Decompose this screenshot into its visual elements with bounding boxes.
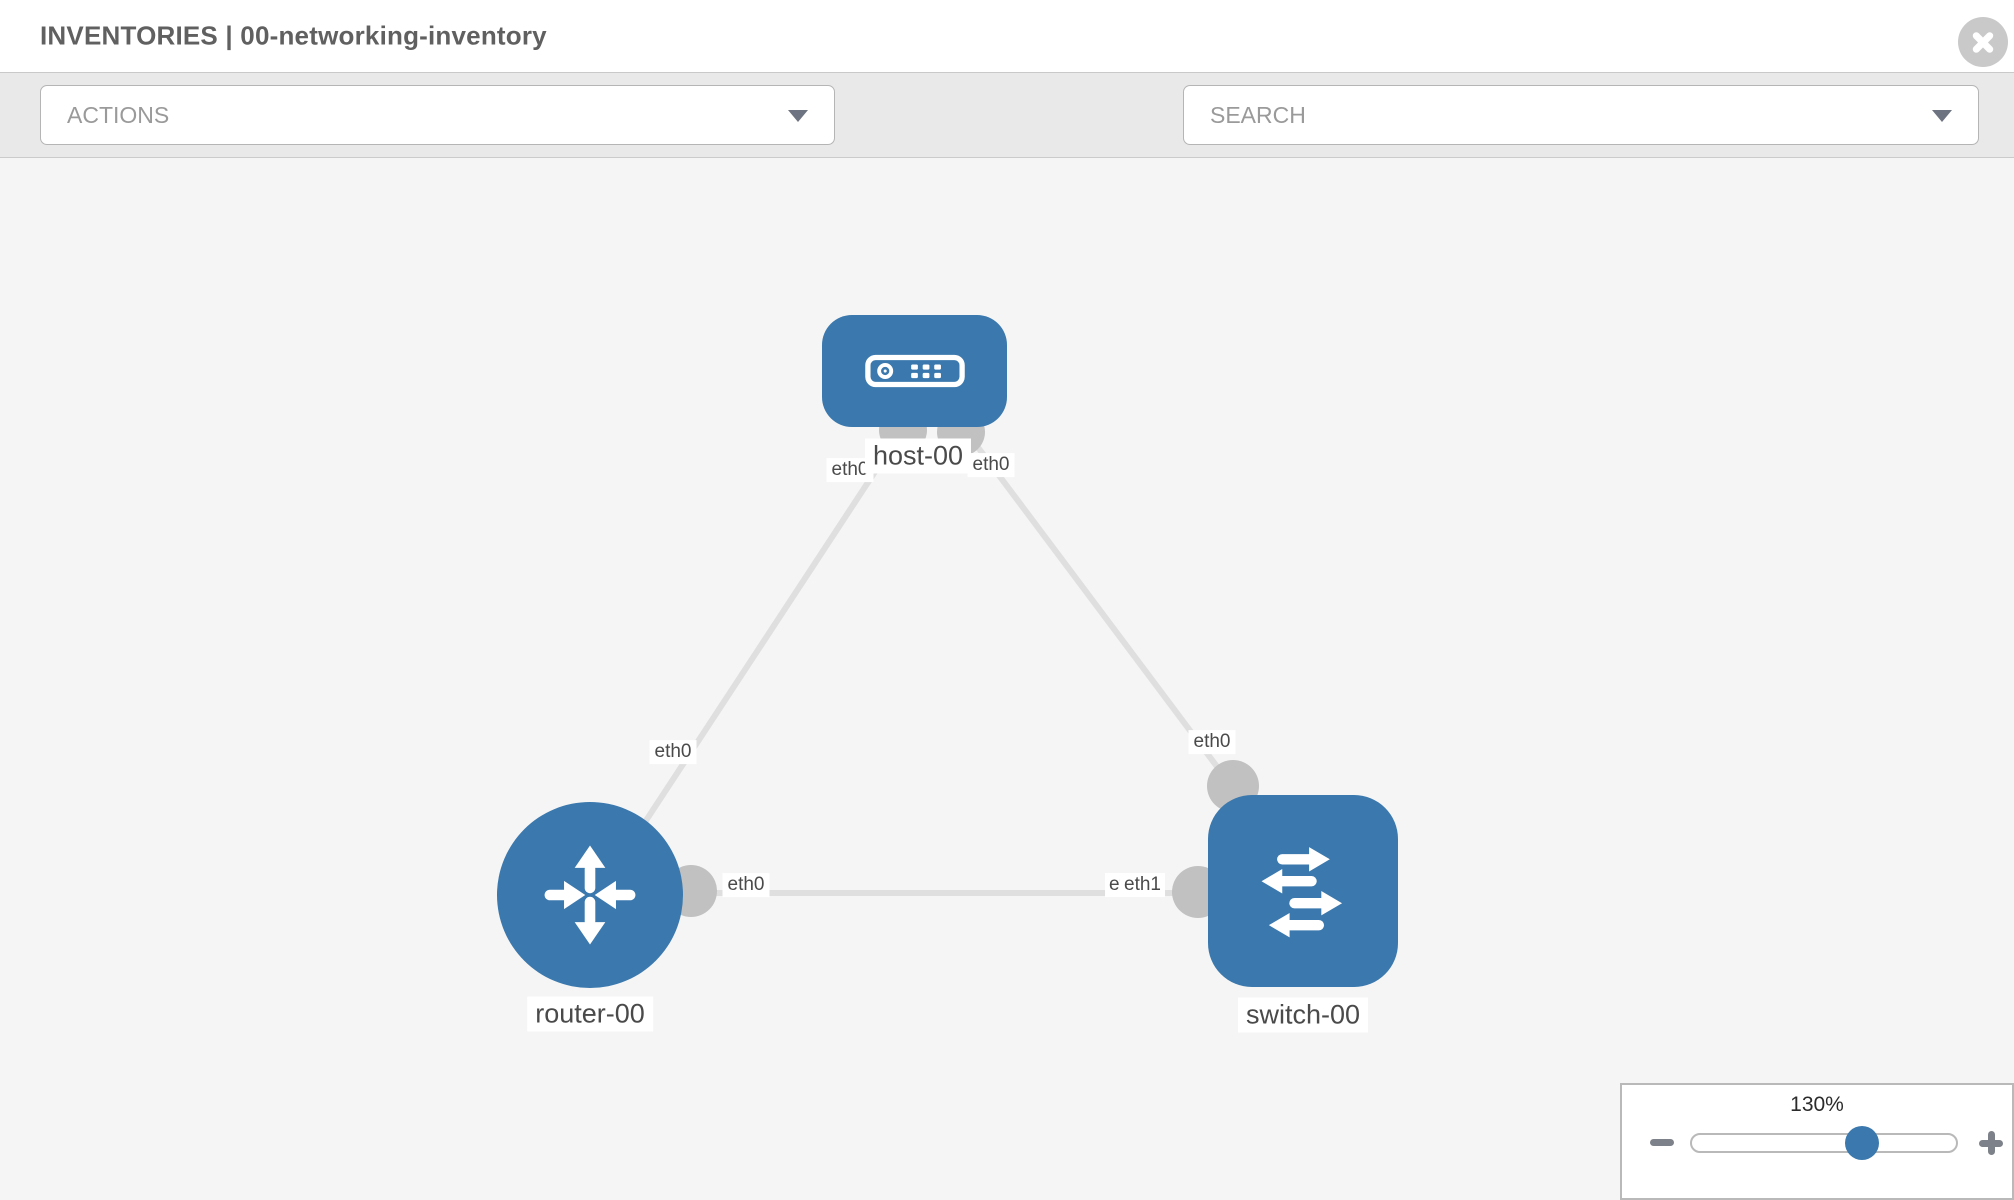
topology-canvas[interactable]: eth0 host-00 eth0 eth0 eth0 eth0 eth0 et…	[0, 158, 2014, 1200]
header-bar: INVENTORIES | 00-networking-inventory	[0, 0, 2014, 72]
node-label-router: router-00	[527, 996, 653, 1032]
switch-icon	[1261, 847, 1343, 938]
link-host-router	[625, 424, 908, 850]
links-layer	[625, 406, 1259, 918]
interface-label-pair-switch-to-router: eth0 eth1	[1105, 873, 1165, 897]
node-label-switch: switch-00	[1237, 997, 1369, 1033]
zoom-percent-label: 130%	[1790, 1093, 1844, 1116]
interface-label-switch-eth1: eth1	[1120, 873, 1165, 897]
page-title: INVENTORIES | 00-networking-inventory	[40, 20, 547, 51]
interface-label-host-to-router: eth0	[826, 458, 874, 482]
close-button[interactable]	[1958, 17, 2008, 67]
zoom-in-button[interactable]	[1979, 1131, 2003, 1155]
search-dropdown-label: SEARCH	[1210, 101, 1306, 128]
interface-label-host-to-switch: eth0	[967, 453, 1015, 477]
toolbar: ACTIONS SEARCH	[0, 72, 2014, 213]
close-icon	[1958, 17, 2008, 67]
host-icon	[864, 354, 965, 388]
interface-label-router-to-switch: eth0	[722, 873, 770, 897]
router-icon	[544, 845, 636, 945]
interface-label-router-to-host: eth0	[649, 740, 697, 764]
zoom-slider-knob[interactable]	[1845, 1126, 1879, 1160]
node-router[interactable]	[497, 802, 683, 988]
search-dropdown[interactable]: SEARCH	[1183, 85, 1979, 145]
node-host[interactable]	[822, 315, 1007, 427]
actions-dropdown-label: ACTIONS	[67, 101, 170, 128]
chevron-down-icon	[788, 110, 808, 122]
zoom-control-panel: 130%	[1620, 1083, 2014, 1200]
interface-label-switch-to-host: eth0	[1188, 730, 1236, 754]
node-switch[interactable]	[1208, 795, 1398, 987]
link-host-switch	[959, 424, 1236, 790]
zoom-out-button[interactable]	[1650, 1139, 1674, 1146]
node-label-host: host-00	[864, 438, 972, 474]
actions-dropdown[interactable]: ACTIONS	[40, 85, 835, 145]
chevron-down-icon	[1932, 110, 1952, 122]
zoom-slider[interactable]	[1690, 1133, 1958, 1153]
